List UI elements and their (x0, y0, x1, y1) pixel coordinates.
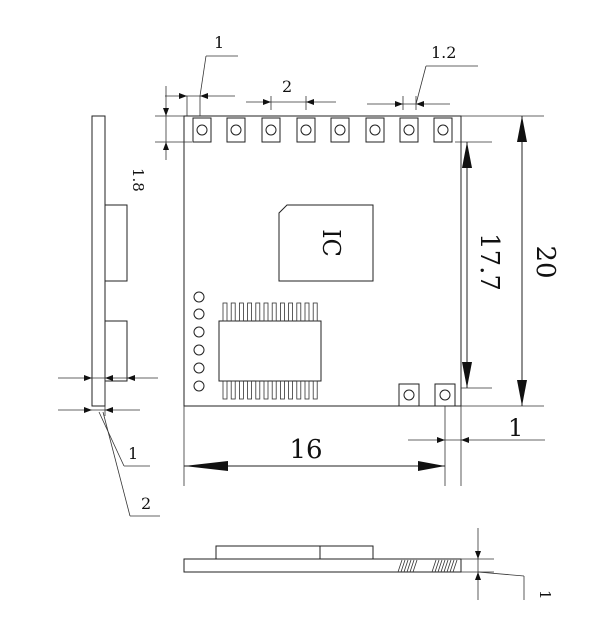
top-pad (226, 117, 246, 143)
bottom-component-right (319, 545, 374, 560)
soic-pin (255, 302, 261, 322)
soic-pin (288, 302, 294, 322)
soic-chip (218, 302, 322, 400)
bottom-component-left (215, 545, 321, 560)
top-pad (261, 117, 281, 143)
soic-pin (238, 380, 244, 400)
soic-pin (288, 380, 294, 400)
height-17-7-label: 17.7 (474, 233, 504, 291)
soic-pin (255, 380, 261, 400)
side-board (91, 115, 106, 407)
width-16-label: 16 (289, 435, 322, 465)
soic-pin (312, 302, 318, 322)
bottom-right-pads (398, 383, 456, 407)
top-dimensions: 1 2 1.2 1.8 (129, 33, 478, 192)
soic-pin (230, 302, 236, 322)
pad-1-2-label: 1.2 (431, 43, 456, 62)
soic-pin (263, 380, 269, 400)
top-pad (433, 117, 453, 143)
soic-pin (222, 380, 228, 400)
ic-label: IC (317, 229, 345, 257)
soic-pin (271, 302, 277, 322)
soic-pin (312, 380, 318, 400)
height-20-label: 20 (530, 245, 560, 278)
soic-pin (247, 302, 253, 322)
soic-pin (263, 302, 269, 322)
edge-offset-label: 1 (508, 414, 523, 442)
pad-hatching (397, 559, 458, 573)
board-outline (183, 115, 462, 407)
thickness-label: 1 (536, 590, 554, 600)
soic-pin (279, 380, 285, 400)
pad-height-label: 1.8 (129, 168, 147, 192)
soic-pin (296, 380, 302, 400)
bottom-board (183, 558, 462, 573)
side-component-lower (104, 320, 128, 382)
top-pin-width-label: 1 (214, 33, 224, 52)
top-pad (330, 117, 350, 143)
soic-pin (304, 302, 310, 322)
top-view: IC (183, 115, 462, 407)
side-dim-1-label: 1 (128, 444, 138, 463)
bottom-side-view: 1 (183, 528, 554, 600)
soic-pin (279, 302, 285, 322)
soic-pin (247, 380, 253, 400)
side-component-upper (104, 204, 128, 282)
top-pad-row (192, 117, 453, 143)
side-dim-2-label: 2 (141, 494, 151, 513)
soic-pin (230, 380, 236, 400)
side-holes (193, 291, 205, 392)
top-pad (296, 117, 316, 143)
pitch-label: 2 (282, 77, 292, 96)
top-pad (192, 117, 212, 143)
soic-pin (304, 380, 310, 400)
right-dimensions: 17.7 20 (455, 115, 560, 407)
ic-chip: IC (278, 204, 374, 282)
top-pad (399, 117, 419, 143)
left-side-view: 1 2 (58, 115, 160, 517)
top-pad (365, 117, 385, 143)
soic-pin (238, 302, 244, 322)
soic-pin (296, 302, 302, 322)
soic-pin (222, 302, 228, 322)
soic-pin (271, 380, 277, 400)
bottom-dimensions: 16 1 (183, 406, 545, 486)
